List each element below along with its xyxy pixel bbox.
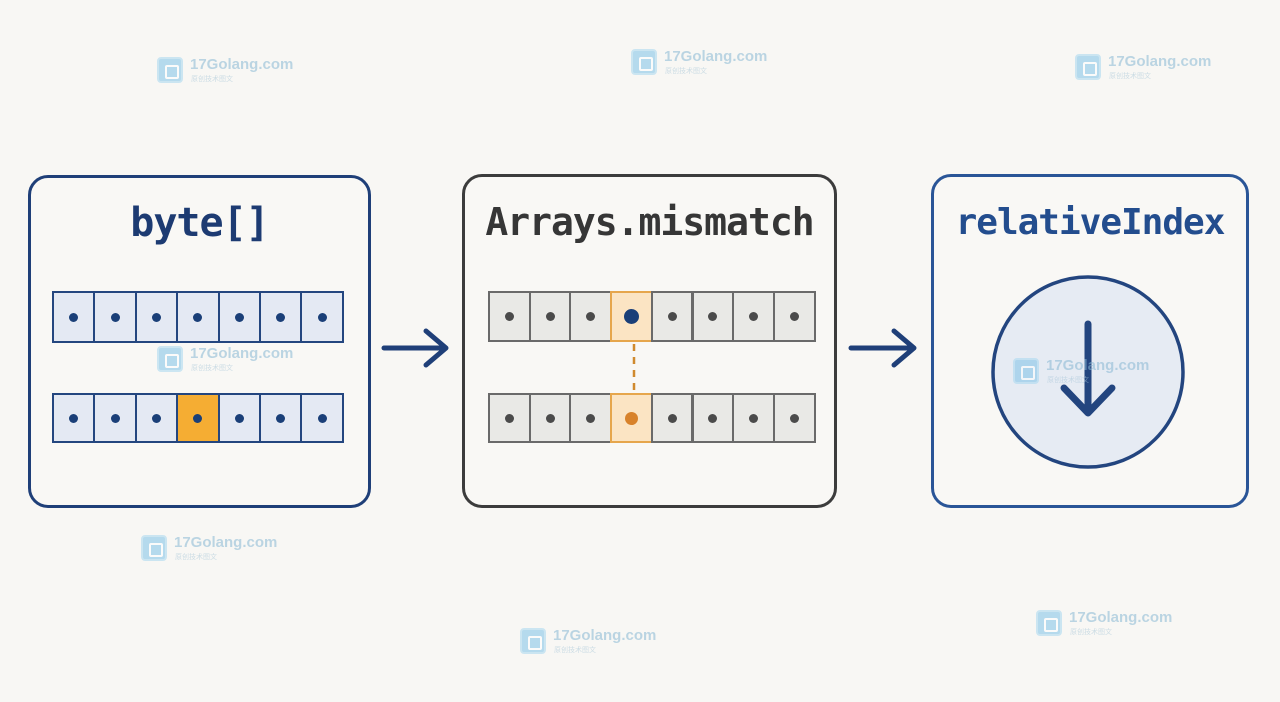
middle-bottom-array-cell	[488, 393, 531, 443]
middle-bottom-array-cell	[650, 393, 694, 443]
watermark-text: 17Golang.com	[1046, 357, 1150, 374]
middle-bottom-array-highlighted-cell	[610, 393, 653, 443]
byte-array-title: byte[]	[130, 200, 270, 246]
byte-dot	[317, 413, 327, 423]
left-top-array-cell	[52, 291, 96, 343]
left-bottom-array-cell	[52, 393, 96, 443]
byte-dot	[151, 312, 161, 322]
watermark-subtext: 原创技术图文	[191, 75, 233, 83]
byte-dot	[504, 312, 514, 321]
watermark-text: 17Golang.com	[1069, 609, 1173, 626]
left-top-array-cell	[259, 291, 303, 343]
left-top-array-cell	[217, 291, 261, 343]
watermark-logo-icon	[157, 346, 183, 372]
middle-bottom-array-cell	[569, 393, 613, 443]
arrays-mismatch-title: Arrays.mismatch	[485, 200, 814, 244]
byte-dot	[789, 413, 799, 423]
middle-top-array-cell	[772, 291, 816, 342]
watermark-logo-icon	[1036, 610, 1062, 636]
left-top-array-cell	[93, 291, 137, 343]
watermark-text: 17Golang.com	[174, 534, 278, 551]
left-bottom-array-cell	[217, 393, 261, 443]
byte-dot	[276, 413, 286, 423]
watermark-text: 17Golang.com	[553, 627, 657, 644]
middle-top-array-cell	[528, 291, 572, 342]
left-bottom-array-cell	[134, 393, 179, 443]
watermark-subtext: 原创技术图文	[554, 646, 596, 654]
watermark-logo-icon	[1075, 54, 1101, 80]
byte-dot	[69, 413, 79, 423]
middle-bottom-array-cell	[528, 393, 572, 443]
byte-dot	[708, 312, 718, 321]
middle-bottom-array-cell	[691, 393, 735, 443]
byte-dot	[749, 312, 759, 321]
left-bottom-array-cell	[93, 393, 137, 443]
byte-dot	[624, 411, 638, 425]
middle-top-array-cell	[650, 291, 694, 342]
arrow-right-icon	[381, 328, 449, 368]
watermark-subtext: 原创技术图文	[191, 364, 233, 372]
byte-dot	[276, 312, 286, 322]
watermark-text: 17Golang.com	[190, 56, 294, 73]
watermark-text: 17Golang.com	[190, 345, 294, 362]
middle-top-array-cell	[488, 291, 531, 342]
middle-top-array-cell	[691, 291, 735, 342]
watermark-text: 17Golang.com	[1108, 53, 1212, 70]
byte-dot	[667, 413, 677, 423]
byte-dot	[110, 413, 120, 423]
byte-dot	[317, 312, 327, 322]
byte-dot	[545, 413, 555, 423]
arrow-right-icon	[848, 328, 917, 368]
byte-dot	[586, 413, 596, 423]
byte-dot	[789, 312, 799, 321]
byte-dot	[586, 312, 596, 321]
watermark-logo-icon	[1013, 358, 1039, 384]
byte-dot	[193, 312, 203, 322]
byte-dot	[234, 413, 244, 423]
byte-dot	[749, 413, 759, 423]
watermark-subtext: 原创技术图文	[1047, 376, 1089, 384]
left-bottom-array-cell	[300, 393, 344, 443]
watermark-logo-icon	[141, 535, 167, 561]
middle-top-array-cell	[569, 291, 613, 342]
byte-dot	[708, 413, 718, 423]
left-top-array-cell	[134, 291, 179, 343]
byte-dot	[69, 312, 79, 322]
byte-dot	[193, 413, 203, 423]
byte-dot	[151, 413, 161, 423]
watermark-text: 17Golang.com	[664, 48, 768, 65]
watermark-subtext: 原创技术图文	[175, 553, 217, 561]
watermark-subtext: 原创技术图文	[1109, 72, 1151, 80]
byte-dot	[234, 312, 244, 322]
middle-top-array-highlighted-cell	[610, 291, 653, 342]
watermark-subtext: 原创技术图文	[1070, 628, 1112, 636]
byte-dot	[545, 312, 555, 321]
middle-top-array-cell	[732, 291, 775, 342]
relative-index-title: relativeIndex	[955, 202, 1226, 243]
watermark-logo-icon	[631, 49, 657, 75]
middle-bottom-array-cell	[772, 393, 816, 443]
byte-dot	[623, 309, 639, 324]
left-top-array-cell	[176, 291, 220, 343]
watermark-logo-icon	[520, 628, 546, 654]
middle-bottom-array-cell	[732, 393, 775, 443]
byte-dot	[110, 312, 120, 322]
byte-dot	[667, 312, 677, 321]
left-top-array-cell	[300, 291, 344, 343]
left-bottom-array-cell	[259, 393, 303, 443]
byte-dot	[504, 413, 514, 423]
left-bottom-array-highlighted-cell	[176, 393, 220, 443]
watermark-logo-icon	[157, 57, 183, 83]
watermark-subtext: 原创技术图文	[665, 67, 707, 75]
